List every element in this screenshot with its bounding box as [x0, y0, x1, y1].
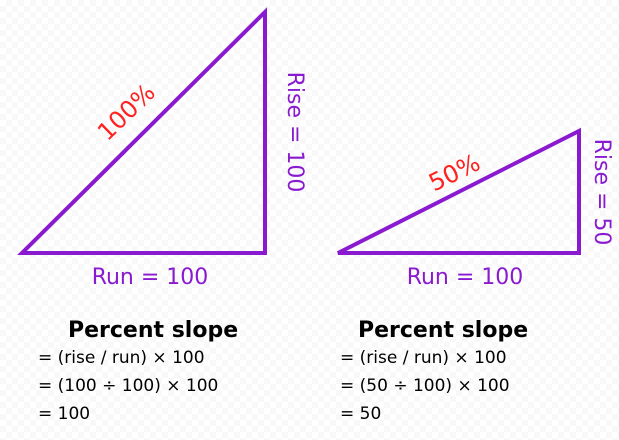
- right-formula-title: Percent slope: [358, 318, 529, 343]
- right-formula-line: = (rise / run) × 100: [340, 348, 507, 368]
- left-triangle: [17, 7, 267, 255]
- right-run-label: Run = 100: [407, 265, 524, 290]
- left-rise-label: Rise = 100: [282, 72, 307, 193]
- left-formula-line: = 100: [38, 404, 91, 424]
- right-formula-line: = (50 ÷ 100) × 100: [340, 376, 510, 396]
- right-formula-line: = 50: [340, 404, 382, 424]
- right-rise-label: Rise = 50: [589, 139, 614, 246]
- left-formula-title: Percent slope: [68, 318, 239, 343]
- left-formula-line: = (rise / run) × 100: [38, 348, 205, 368]
- right-formula: Percent slope = (rise / run) × 100 = (50…: [340, 318, 528, 428]
- right-triangle: [337, 127, 581, 255]
- left-run-label: Run = 100: [92, 265, 209, 290]
- left-percent-label: 100%: [92, 78, 161, 146]
- left-formula-line: = (100 ÷ 100) × 100: [38, 376, 219, 396]
- left-formula: Percent slope = (rise / run) × 100 = (10…: [38, 318, 238, 428]
- right-percent-label: 50%: [424, 149, 484, 198]
